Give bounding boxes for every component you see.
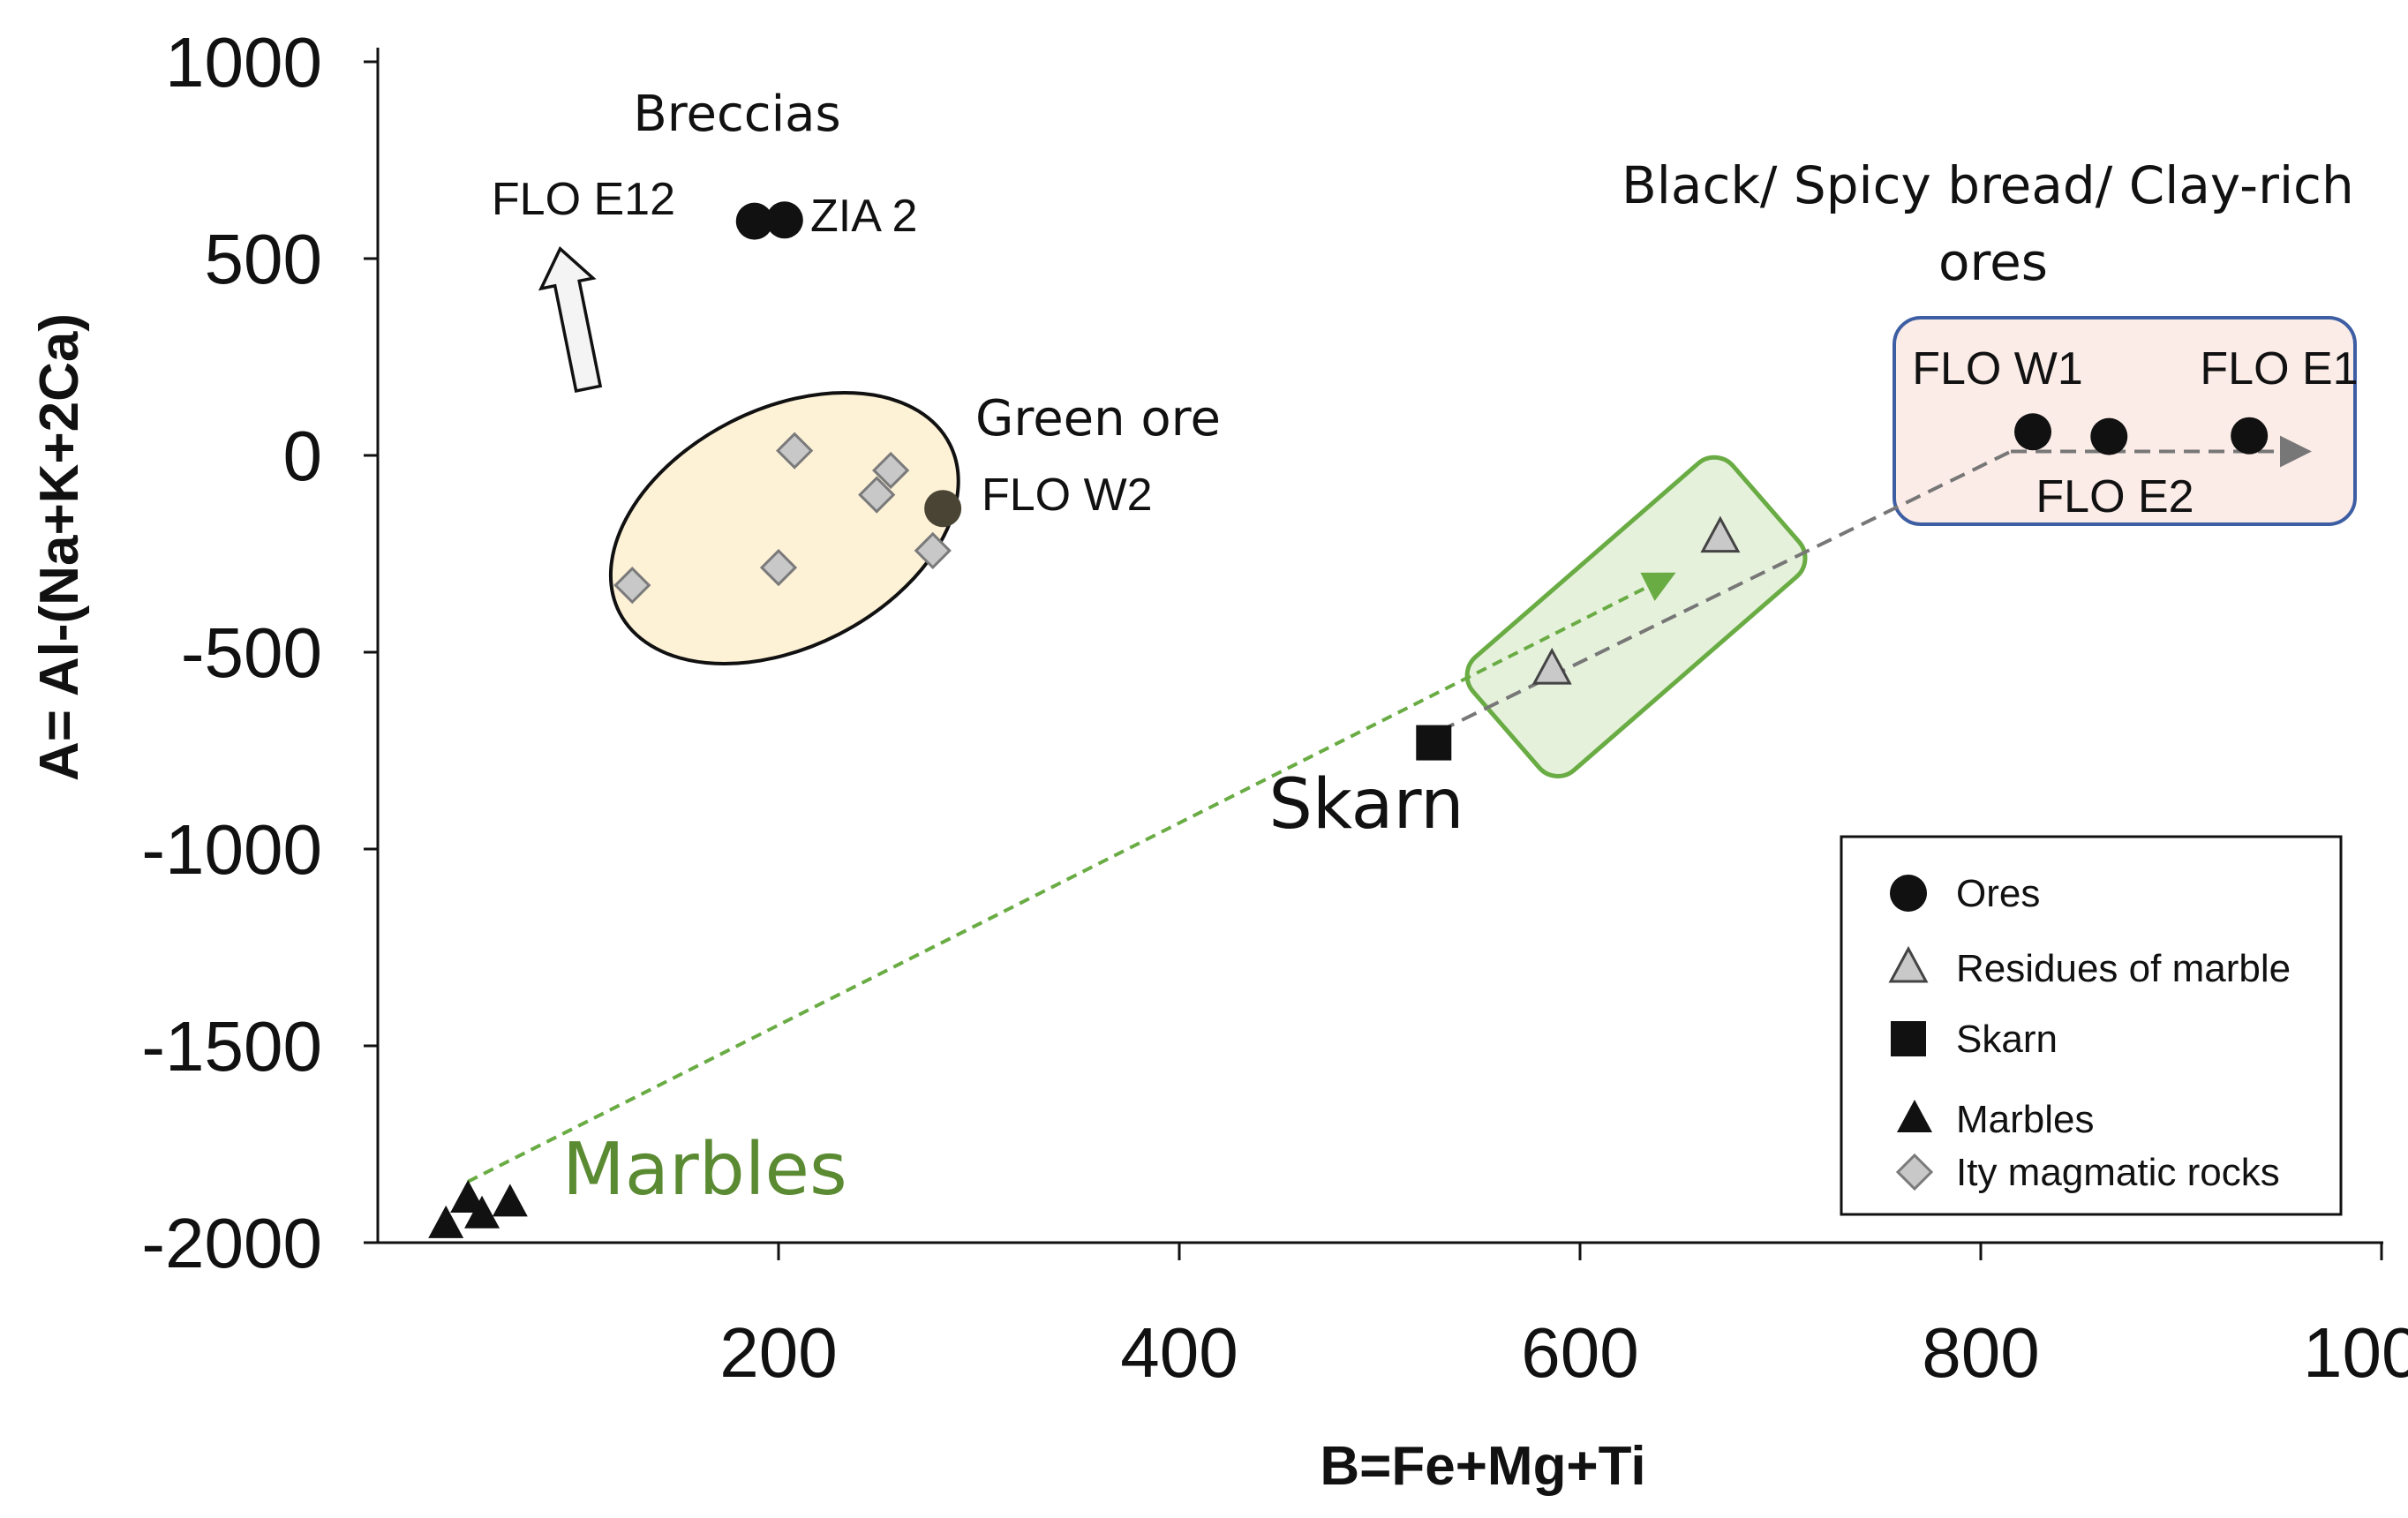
x-tick-label: 600 bbox=[1521, 1313, 1638, 1392]
point-label: FLO W2 bbox=[982, 470, 1153, 521]
marks-layer bbox=[428, 201, 2269, 1238]
y-axis-label: A= Al-(Na+K+2Ca) bbox=[29, 313, 90, 781]
data-point bbox=[450, 1179, 486, 1213]
region-layer bbox=[608, 316, 2357, 778]
data-point bbox=[765, 201, 803, 239]
legend-marker bbox=[1891, 1021, 1926, 1056]
data-point bbox=[428, 1205, 464, 1238]
legend-label: Skarn bbox=[1956, 1018, 2058, 1061]
data-point bbox=[1700, 515, 1741, 553]
data-point bbox=[735, 202, 773, 240]
data-point bbox=[914, 531, 952, 570]
data-point bbox=[464, 1195, 500, 1229]
legend-label: Marbles bbox=[1956, 1098, 2095, 1141]
x-tick-label: 400 bbox=[1120, 1313, 1238, 1392]
data-point bbox=[858, 476, 896, 514]
annotation: Green ore bbox=[975, 390, 1221, 447]
annotation: Black/ Spicy bread/ Clay-rich bbox=[1622, 155, 2354, 215]
green-ore-ellipse bbox=[608, 391, 960, 665]
data-point bbox=[1531, 647, 1572, 685]
legend-label: Ity magmatic rocks bbox=[1956, 1151, 2280, 1194]
data-point bbox=[759, 548, 798, 587]
annotation: Breccias bbox=[633, 86, 840, 143]
y-tick-label: 500 bbox=[205, 220, 322, 298]
x-axis-label: B=Fe+Mg+Ti bbox=[1320, 1436, 1645, 1497]
trend-line bbox=[467, 572, 1676, 1184]
legend-marker bbox=[1895, 1153, 1934, 1191]
data-point bbox=[871, 451, 910, 490]
labels-layer: FLO E12 ZIA 2 FLO W2 FLO W1 FLO E2 FLO E1 Brec… bbox=[492, 86, 2359, 1212]
x-tick-label: 1000 bbox=[2303, 1313, 2408, 1392]
residues-region-box bbox=[1464, 455, 1808, 778]
legend-marker bbox=[1890, 875, 1927, 912]
point-label: ZIA 2 bbox=[810, 191, 917, 242]
legend-label: Ores bbox=[1956, 872, 2040, 915]
breccia-block-arrow bbox=[538, 245, 603, 393]
axes: 200 400 600 800 1000 1000 500 0 -500 -1000 -1500 -2… bbox=[29, 23, 2408, 1497]
y-tick-label: -1500 bbox=[141, 1007, 322, 1086]
data-point bbox=[492, 1184, 528, 1217]
data-point bbox=[924, 490, 962, 528]
data-point bbox=[776, 432, 814, 470]
y-tick-label: 0 bbox=[283, 417, 323, 495]
y-tick-label: -500 bbox=[181, 613, 322, 692]
annotation: Marbles bbox=[562, 1128, 847, 1212]
data-point bbox=[613, 567, 651, 605]
y-tick-label: 1000 bbox=[165, 23, 322, 101]
data-point bbox=[2231, 417, 2269, 455]
annotation: Skarn bbox=[1268, 765, 1464, 845]
point-label: FLO E12 bbox=[492, 174, 675, 225]
data-point bbox=[1416, 725, 1452, 761]
point-label: FLO E2 bbox=[2036, 471, 2194, 522]
annotation: ores bbox=[1938, 232, 2048, 292]
point-label: FLO E1 bbox=[2200, 343, 2358, 395]
legend-marker bbox=[1897, 1100, 1932, 1132]
legend-label: Residues of marble bbox=[1956, 947, 2291, 990]
x-tick-label: 800 bbox=[1922, 1313, 2039, 1392]
x-tick-label: 200 bbox=[719, 1313, 837, 1392]
y-tick-label: -1000 bbox=[141, 810, 322, 889]
point-label: FLO W1 bbox=[1912, 343, 2083, 395]
data-point bbox=[2014, 413, 2052, 451]
y-tick-label: -2000 bbox=[141, 1204, 322, 1282]
ores-region-box bbox=[1893, 316, 2357, 526]
data-point bbox=[2090, 417, 2128, 455]
legend-marker bbox=[1888, 945, 1929, 983]
